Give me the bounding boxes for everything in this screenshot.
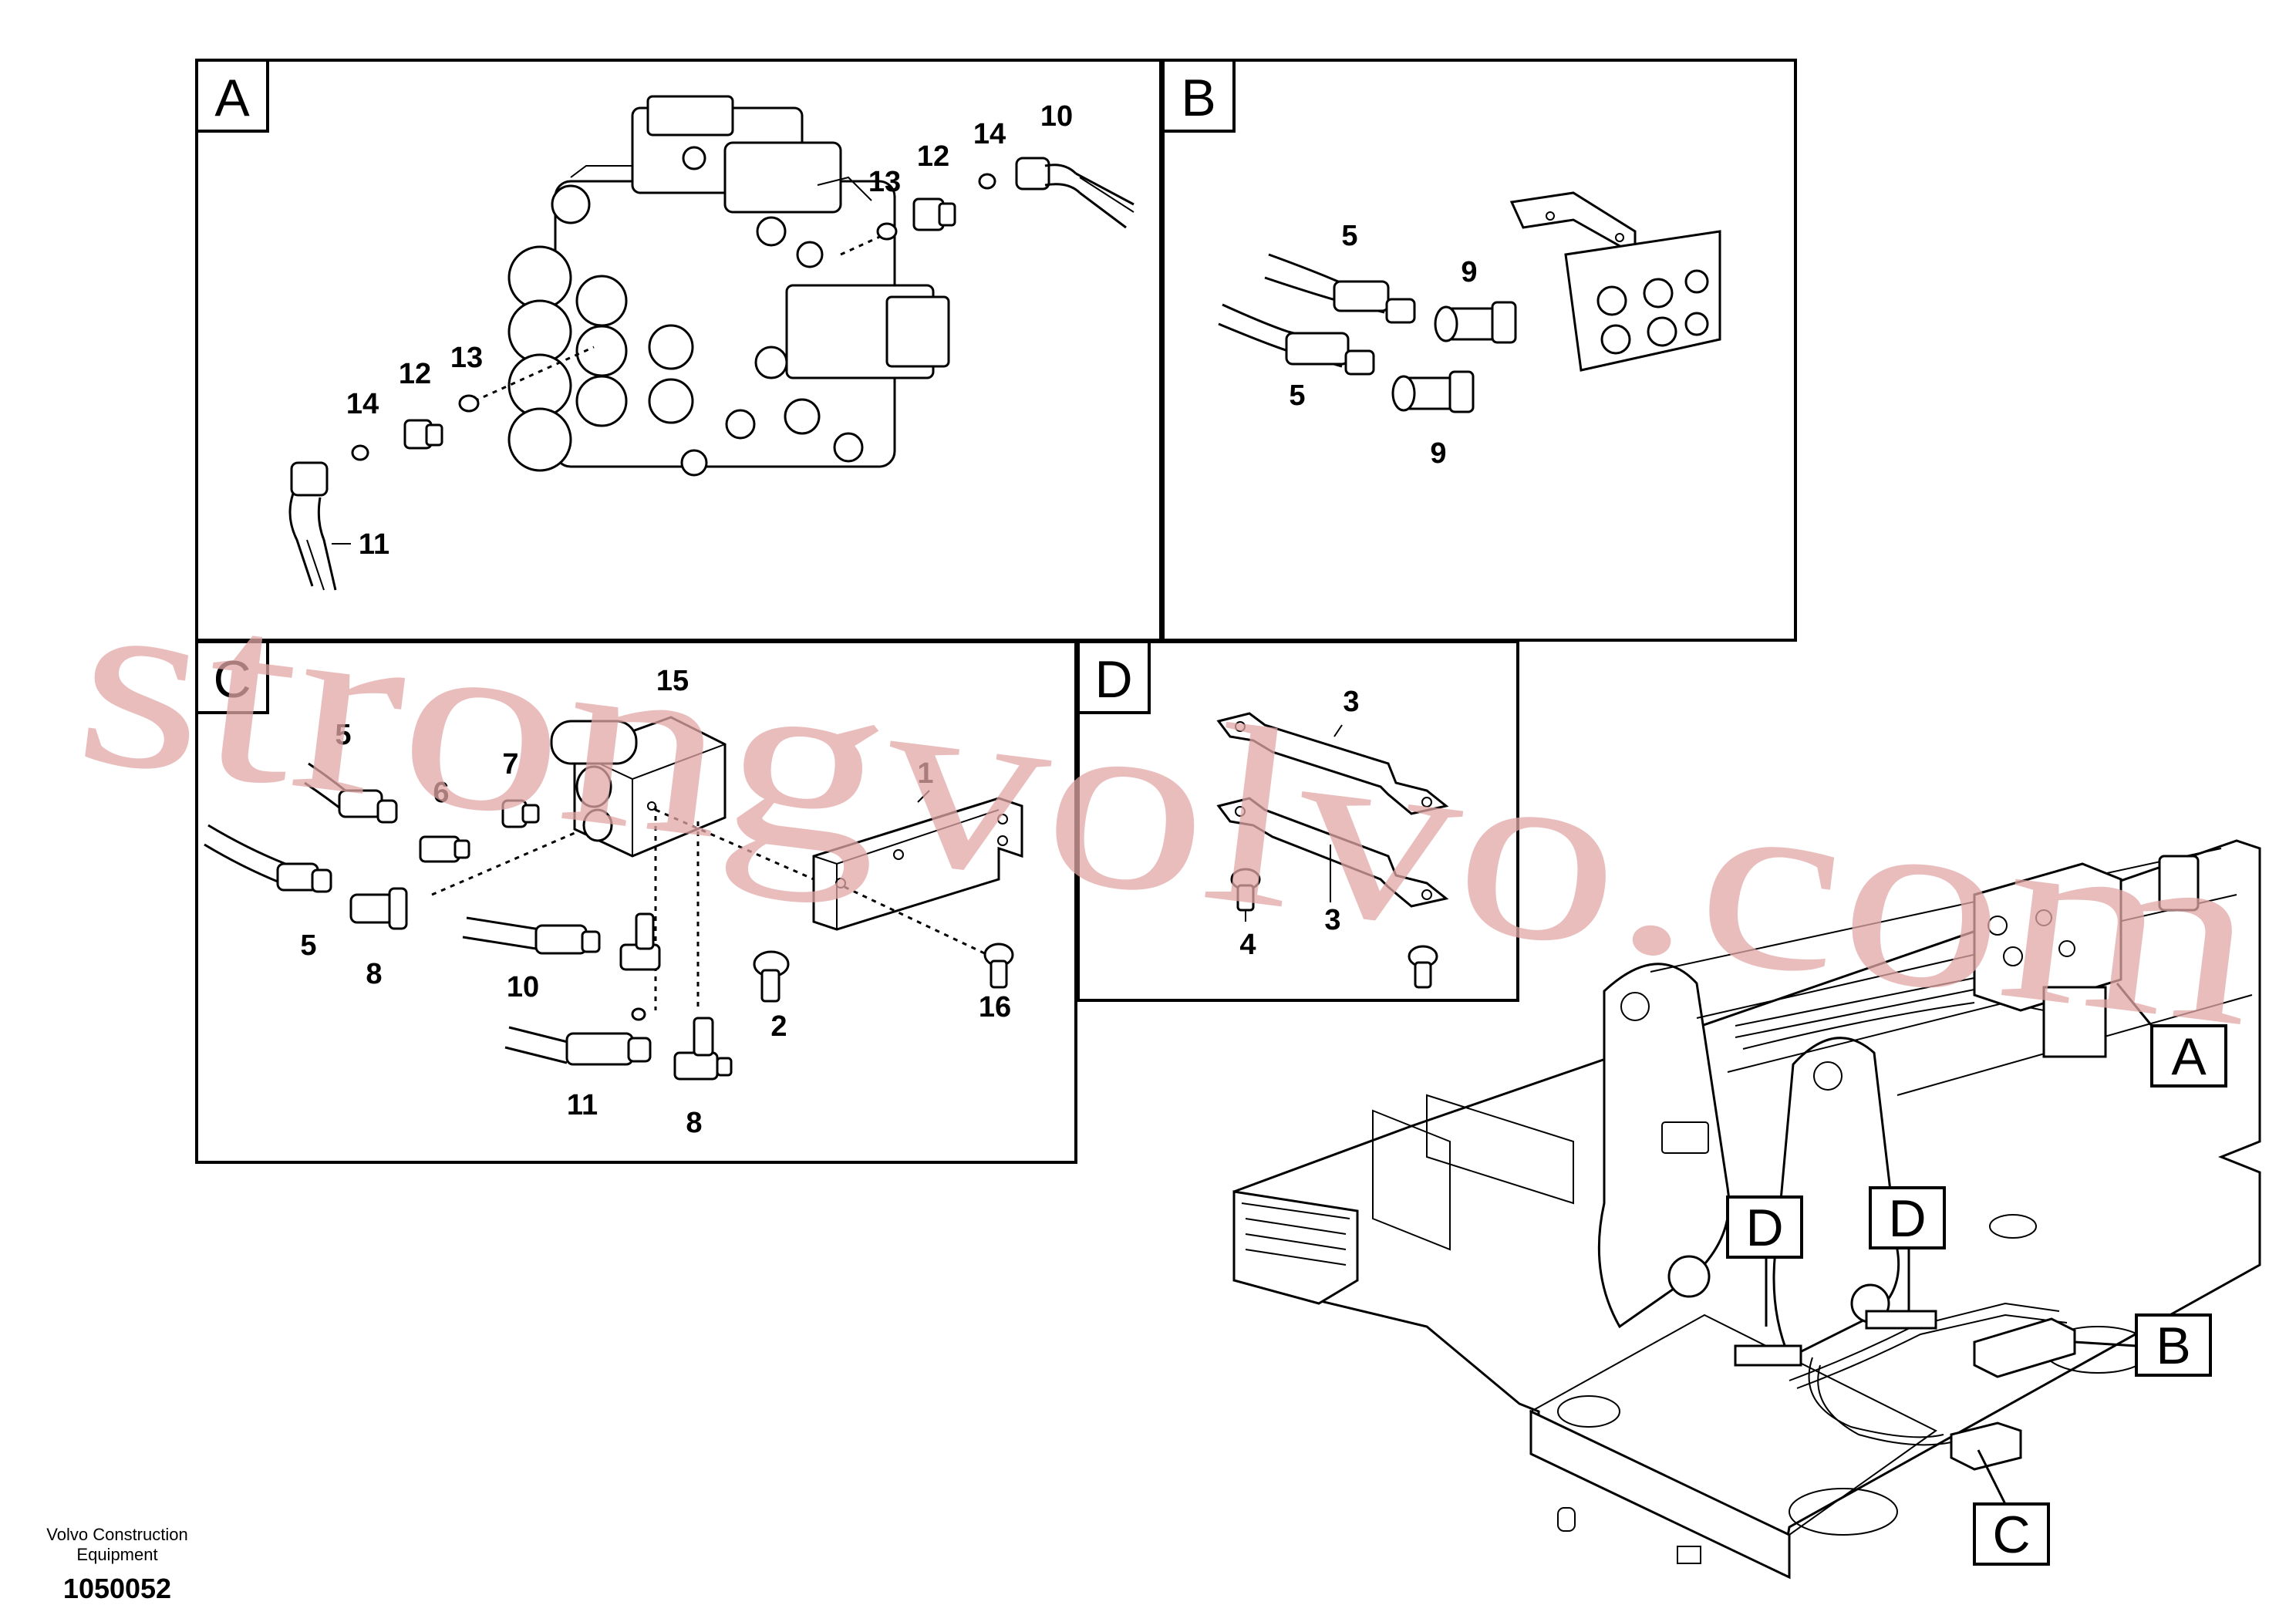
hose-11-c xyxy=(504,1026,652,1066)
callout-a-11: 11 xyxy=(359,528,389,561)
panel-b-tag-box xyxy=(1161,59,1236,133)
footer-figure-number: 1050052 xyxy=(63,1573,171,1604)
elbow-9-upper xyxy=(1434,301,1517,344)
callout-c-1: 1 xyxy=(917,757,933,790)
panel-d-frame xyxy=(1077,640,1519,1002)
hose-5-c-upper xyxy=(304,762,398,824)
callout-c-5-upper: 5 xyxy=(335,719,351,751)
hose-10-c xyxy=(462,916,601,955)
callout-a-12-upper: 12 xyxy=(917,140,949,173)
callout-a-13-upper: 13 xyxy=(868,166,901,198)
callout-c-15: 15 xyxy=(656,665,689,697)
hose-11-panel-a xyxy=(288,461,337,591)
panel-a-tag: A xyxy=(214,69,250,127)
callout-c-16: 16 xyxy=(979,991,1011,1023)
svg-text:C: C xyxy=(1992,1506,2030,1564)
bracket-3-lower xyxy=(1216,797,1449,908)
adapter-12-upper xyxy=(912,197,956,231)
overview-control-valve xyxy=(1973,855,2200,1058)
callout-c-7: 7 xyxy=(502,748,518,781)
svg-text:D: D xyxy=(1745,1199,1783,1257)
hose-5-c-lower xyxy=(204,824,332,893)
fitting-7 xyxy=(501,799,540,828)
panel-c-tag-box xyxy=(195,640,269,714)
o-ring-13-upper xyxy=(876,222,898,241)
svg-text:B: B xyxy=(2156,1317,2190,1375)
hose-5-upper xyxy=(1264,253,1416,324)
elbow-8-left xyxy=(349,887,408,930)
bolt-2 xyxy=(753,950,790,1003)
o-ring-14-lower xyxy=(351,444,369,461)
panel-d-tag: D xyxy=(1094,650,1132,709)
hose-10 xyxy=(1015,157,1135,229)
callout-d-3-lower: 3 xyxy=(1324,904,1340,936)
o-ring-13-lower xyxy=(458,394,480,413)
panel-d: D 3 3 4 xyxy=(1077,640,1519,1002)
panel-a: A xyxy=(195,59,1162,642)
callout-a-13-lower: 13 xyxy=(450,342,483,374)
callout-c-8-bottom: 8 xyxy=(686,1107,702,1139)
panel-c-tag: C xyxy=(213,650,251,709)
callout-a-12-lower: 12 xyxy=(399,358,431,390)
callout-c-2: 2 xyxy=(770,1010,787,1043)
footer-company-line2: Equipment xyxy=(76,1545,157,1564)
callout-a-14-lower: 14 xyxy=(346,388,379,420)
panel-b-tag: B xyxy=(1181,69,1215,127)
overview-tag-c: C xyxy=(1973,1449,2050,1566)
svg-text:D: D xyxy=(1888,1189,1926,1248)
elbow-9-lower xyxy=(1391,370,1475,413)
bolt-16 xyxy=(983,943,1014,989)
solenoid-valve-15 xyxy=(550,716,727,858)
callout-c-6: 6 xyxy=(433,777,449,809)
bolt-4-right xyxy=(1408,945,1438,989)
elbow-8-bottom xyxy=(673,1017,733,1081)
callout-c-10: 10 xyxy=(507,971,539,1003)
overview-tag-b: B xyxy=(2074,1313,2212,1377)
overview-tag-a: A xyxy=(2116,983,2227,1088)
panel-c-frame xyxy=(195,640,1077,1164)
callout-c-8-left: 8 xyxy=(366,958,382,990)
callout-b-9-upper: 9 xyxy=(1461,256,1477,288)
callout-c-5-lower: 5 xyxy=(300,929,316,962)
panel-c: C 15 5 7 6 xyxy=(195,640,1077,1164)
tee-6 xyxy=(419,835,470,863)
panel-b: B xyxy=(1161,59,1797,642)
footer-company-line1: Volvo Construction xyxy=(46,1525,187,1544)
callout-d-4: 4 xyxy=(1239,929,1256,961)
callout-b-5-lower: 5 xyxy=(1289,379,1305,412)
tee-fitting-center xyxy=(619,912,661,1021)
panel-d-tag-box xyxy=(1077,640,1151,714)
callout-a-14-upper: 14 xyxy=(973,118,1006,150)
overview-tag-d-right: D xyxy=(1869,1186,1946,1311)
overview-tag-d-left: D xyxy=(1726,1195,1803,1327)
o-ring-14-upper xyxy=(978,173,996,190)
callout-d-3-upper: 3 xyxy=(1343,686,1359,718)
bolt-4-left xyxy=(1230,868,1261,912)
callout-c-11: 11 xyxy=(567,1089,598,1121)
manifold-block xyxy=(1509,191,1721,372)
panel-b-frame xyxy=(1161,59,1797,642)
hose-5-lower xyxy=(1218,303,1375,376)
svg-text:A: A xyxy=(2171,1027,2207,1086)
callout-b-5-upper: 5 xyxy=(1341,220,1357,252)
adapter-12-lower xyxy=(403,419,443,450)
callout-a-10: 10 xyxy=(1040,100,1073,133)
panel-a-tag-box xyxy=(195,59,269,133)
callout-b-9-lower: 9 xyxy=(1430,437,1446,470)
control-valve-assembly xyxy=(507,95,950,477)
bracket-3-upper xyxy=(1216,712,1449,815)
